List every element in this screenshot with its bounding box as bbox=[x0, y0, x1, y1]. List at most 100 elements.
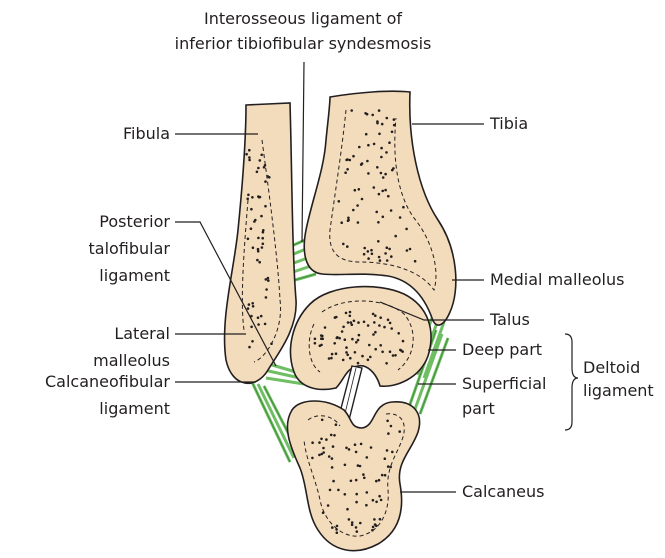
trabecular-dot bbox=[356, 530, 359, 533]
trabecular-dot bbox=[409, 248, 412, 251]
trabecular-dot bbox=[338, 200, 341, 203]
trabecular-dot bbox=[361, 162, 364, 165]
trabecular-dot bbox=[347, 219, 350, 222]
trabecular-dot bbox=[393, 118, 396, 121]
trabecular-dot bbox=[367, 172, 370, 175]
trabecular-dot bbox=[374, 314, 377, 317]
deltoid-brace bbox=[565, 334, 578, 430]
trabecular-dot bbox=[386, 449, 389, 452]
trabecular-dot bbox=[375, 480, 378, 483]
trabecular-dot bbox=[331, 466, 334, 469]
trabecular-dot bbox=[357, 362, 360, 365]
trabecular-dot bbox=[381, 351, 384, 354]
trabecular-dot bbox=[370, 249, 373, 252]
trabecular-dot bbox=[365, 504, 368, 507]
trabecular-dot bbox=[357, 221, 360, 224]
trabecular-dot bbox=[248, 303, 251, 306]
trabecular-dot bbox=[324, 326, 327, 329]
trabecular-dot bbox=[391, 451, 394, 454]
trabecular-dot bbox=[353, 320, 356, 323]
trabecular-dot bbox=[327, 504, 330, 507]
trabecular-dot bbox=[350, 321, 353, 324]
trabecular-dot bbox=[380, 156, 383, 159]
trabecular-dot bbox=[358, 146, 361, 149]
trabecular-dot bbox=[270, 342, 273, 345]
trabecular-dot bbox=[355, 341, 358, 344]
trabecular-dot bbox=[311, 441, 314, 444]
trabecular-dot bbox=[347, 321, 350, 324]
trabecular-dot bbox=[311, 457, 314, 460]
trabecular-dot bbox=[248, 149, 251, 152]
trabecular-dot bbox=[379, 259, 382, 262]
trabecular-dot bbox=[367, 359, 370, 362]
trabecular-dot bbox=[354, 189, 357, 192]
trabecular-dot bbox=[355, 501, 358, 504]
label-deltoid-1: Deltoid bbox=[583, 357, 640, 379]
trabecular-dot bbox=[346, 245, 349, 248]
trabecular-dot bbox=[361, 355, 364, 358]
trabecular-dot bbox=[322, 451, 325, 454]
trabecular-dot bbox=[333, 342, 336, 345]
trabecular-dot bbox=[387, 432, 390, 435]
trabecular-dot bbox=[344, 171, 347, 174]
trabecular-dot bbox=[383, 326, 386, 329]
trabecular-dot bbox=[248, 156, 251, 159]
trabecular-dot bbox=[399, 349, 402, 352]
trabecular-dot bbox=[388, 248, 391, 251]
trabecular-dot bbox=[344, 338, 347, 341]
trabecular-dot bbox=[367, 250, 370, 253]
label-posterior-talofibular-1: Posterior bbox=[40, 211, 170, 233]
trabecular-dot bbox=[386, 420, 389, 423]
label-calcaneofibular-1: Calcaneofibular bbox=[10, 371, 170, 393]
trabecular-dot bbox=[332, 445, 335, 448]
trabecular-dot bbox=[391, 131, 394, 134]
trabecular-dot bbox=[246, 198, 249, 201]
trabecular-dot bbox=[381, 190, 384, 193]
trabecular-dot bbox=[362, 473, 365, 476]
trabecular-dot bbox=[374, 331, 377, 334]
trabecular-dot bbox=[368, 344, 371, 347]
trabecular-dot bbox=[259, 159, 262, 162]
trabecular-dot bbox=[378, 324, 381, 327]
trabecular-dot bbox=[351, 338, 354, 341]
trabecular-dot bbox=[250, 326, 253, 329]
trabecular-dot bbox=[390, 209, 393, 212]
trabecular-dot bbox=[247, 307, 250, 310]
trabecular-dot bbox=[318, 454, 321, 457]
trabecular-dot bbox=[372, 333, 375, 336]
trabecular-dot bbox=[357, 464, 360, 467]
trabecular-dot bbox=[345, 346, 348, 349]
trabecular-dot bbox=[387, 195, 390, 198]
trabecular-dot bbox=[367, 257, 370, 260]
trabecular-dot bbox=[363, 477, 366, 480]
trabecular-dot bbox=[373, 186, 376, 189]
trabecular-dot bbox=[349, 357, 352, 360]
trabecular-dot bbox=[366, 113, 369, 116]
trabecular-dot bbox=[373, 321, 376, 324]
label-deltoid-2: ligament bbox=[583, 380, 654, 402]
trabecular-dot bbox=[377, 240, 380, 243]
trabecular-dot bbox=[374, 348, 377, 351]
trabecular-dot bbox=[336, 525, 339, 528]
trabecular-dot bbox=[379, 518, 382, 521]
label-fibula: Fibula bbox=[60, 123, 170, 145]
trabecular-dot bbox=[314, 342, 317, 345]
trabecular-dot bbox=[377, 221, 380, 224]
trabecular-dot bbox=[261, 246, 264, 249]
trabecular-dot bbox=[260, 154, 263, 157]
trabecular-dot bbox=[251, 302, 254, 305]
trabecular-dot bbox=[375, 211, 378, 214]
trabecular-dot bbox=[357, 321, 360, 324]
trabecular-dot bbox=[340, 221, 343, 224]
trabecular-dot bbox=[335, 423, 338, 426]
trabecular-dot bbox=[322, 447, 325, 450]
trabecular-dot bbox=[355, 451, 358, 454]
trabecular-dot bbox=[355, 479, 358, 482]
trabecular-dot bbox=[349, 315, 352, 318]
trabecular-dot bbox=[328, 455, 331, 458]
label-tibia: Tibia bbox=[490, 113, 528, 135]
trabecular-dot bbox=[346, 168, 349, 171]
trabecular-dot bbox=[346, 354, 349, 357]
trabecular-dot bbox=[321, 419, 324, 422]
trabecular-dot bbox=[402, 340, 405, 343]
